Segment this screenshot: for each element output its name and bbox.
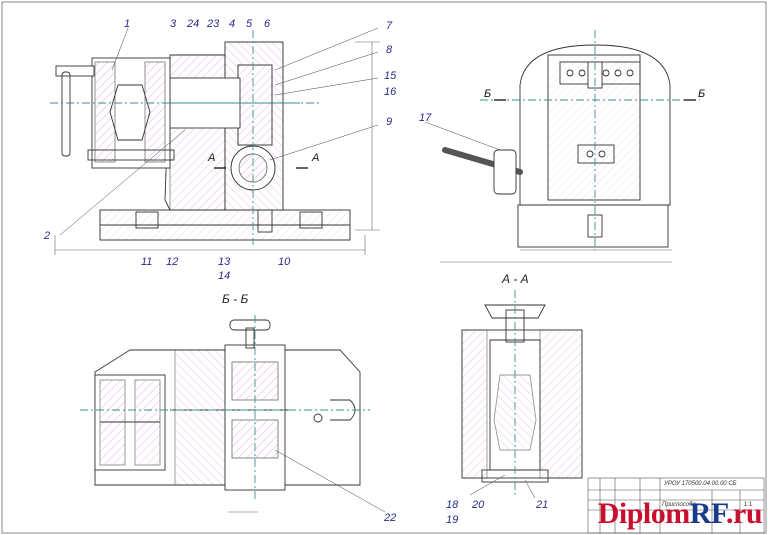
callout-10: 10 <box>278 256 291 268</box>
callout-7: 7 <box>386 20 393 32</box>
callout-6: 6 <box>264 18 271 30</box>
title-block-designation: УРОУ 170500.04.00.00 СБ <box>664 481 737 487</box>
title-block <box>587 477 765 534</box>
callout-3: 3 <box>170 18 177 30</box>
front-view <box>50 27 380 255</box>
section-bb-title: Б - Б <box>222 292 249 306</box>
callout-4: 4 <box>229 18 236 30</box>
cut-mark-a-right: А <box>312 152 320 164</box>
callout-19: 19 <box>446 514 459 526</box>
cut-mark-b-right: Б <box>698 88 706 100</box>
callout-14: 14 <box>218 270 231 282</box>
callout-12: 12 <box>166 256 179 268</box>
watermark-logo: DiplomRF.ru <box>597 497 763 531</box>
callout-11: 11 <box>141 256 153 268</box>
section-bb-view <box>80 315 386 513</box>
cut-mark-a-left: А <box>208 152 216 164</box>
cut-mark-b-left: Б <box>484 88 492 100</box>
title-block-name: Приспособл. <box>662 502 698 508</box>
callout-15: 15 <box>384 70 397 82</box>
watermark-part-rf: RF <box>689 497 727 530</box>
callout-22: 22 <box>384 512 397 524</box>
callout-16: 16 <box>384 86 397 98</box>
callout-2: 2 <box>44 230 51 242</box>
watermark-part-diplom: Diplom <box>597 497 691 530</box>
section-aa-view <box>461 290 583 499</box>
callout-1: 1 <box>124 18 131 30</box>
callout-13: 13 <box>218 256 231 268</box>
side-view <box>424 30 700 263</box>
callout-24: 24 <box>187 18 200 30</box>
callout-18: 18 <box>446 499 459 511</box>
callout-23: 23 <box>207 18 220 30</box>
callout-20: 20 <box>472 499 485 511</box>
callout-9: 9 <box>386 116 393 128</box>
section-aa-title: А - А <box>502 272 529 286</box>
callout-5: 5 <box>246 18 253 30</box>
callout-17: 17 <box>419 112 432 124</box>
watermark-part-suffix: .ru <box>726 497 763 530</box>
title-block-sheet: 1:1 <box>744 502 753 508</box>
callout-21: 21 <box>536 499 549 511</box>
callout-8: 8 <box>386 44 393 56</box>
